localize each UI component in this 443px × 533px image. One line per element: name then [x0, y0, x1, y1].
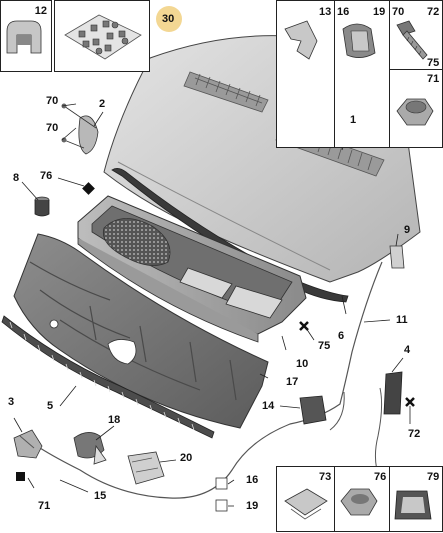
fastener-kit-icon: [64, 14, 142, 60]
callout-70: 70: [392, 6, 405, 18]
leader-lines: [13, 103, 411, 507]
callout-16: 16: [337, 6, 350, 18]
marker-76: [82, 182, 95, 195]
clip-12-icon: [6, 20, 42, 54]
callout-70-a: 70: [46, 95, 59, 107]
cowl-panel: [77, 195, 307, 343]
callout-10: 10: [296, 358, 309, 370]
hood-vent-left: [183, 71, 269, 113]
callout-17: 17: [286, 376, 299, 388]
inset-bottom-icons: [284, 488, 432, 520]
callout-73: 73: [319, 471, 332, 483]
callout-71: 71: [427, 73, 440, 85]
callout-6: 6: [338, 330, 345, 342]
marker-72: [405, 397, 415, 407]
inner-panel: [13, 233, 269, 429]
callout-20: 20: [180, 452, 193, 464]
inset-12: 12: [0, 0, 52, 72]
callout-9: 9: [404, 224, 411, 236]
callout-72: 72: [427, 6, 440, 18]
callout-19-b: 19: [246, 500, 259, 512]
inset-13-16-19-70-72-75-71: 13 16 19 70 72 75 71: [276, 0, 443, 148]
callout-30: 30: [162, 13, 175, 25]
callout-75-a: 75: [318, 340, 331, 352]
marker-71: [16, 472, 25, 481]
callout-79: 79: [427, 471, 440, 483]
callout-15: 15: [94, 490, 107, 502]
callout-2: 2: [99, 98, 106, 110]
release-handle: [73, 432, 107, 465]
hinge-assembly: [61, 103, 99, 155]
square-16: [215, 477, 228, 490]
callout-1: 1: [350, 114, 357, 126]
cable-bracket: [127, 451, 165, 485]
callout-3: 3: [8, 396, 15, 408]
callout-76-a: 76: [40, 170, 53, 182]
callout-76: 76: [374, 471, 387, 483]
fasteners-icons: [284, 20, 434, 126]
inset-30: [54, 0, 150, 72]
weatherstrip: [1, 315, 215, 439]
callout-4: 4: [404, 344, 411, 356]
callout-13: 13: [319, 6, 332, 18]
callout-70-b: 70: [46, 122, 59, 134]
square-19: [215, 499, 228, 512]
inset-73-76-79: 73 76 79: [276, 466, 443, 532]
cable-guide: [299, 395, 327, 425]
release-lever: [383, 371, 403, 415]
callout-75: 75: [427, 57, 440, 69]
hood-lock: [13, 429, 43, 459]
callout-5: 5: [47, 400, 54, 412]
callout-16-b: 16: [246, 474, 259, 486]
bump-stop: [34, 196, 50, 217]
callout-71-a: 71: [38, 500, 51, 512]
callout-18: 18: [108, 414, 121, 426]
callout-19: 19: [373, 6, 386, 18]
callout-8: 8: [13, 172, 20, 184]
highlight-30: [156, 6, 182, 32]
callout-14: 14: [262, 400, 275, 412]
callout-12: 12: [34, 5, 47, 17]
callout-72-a: 72: [408, 428, 421, 440]
release-cable: [39, 261, 383, 499]
clip-9: [389, 245, 405, 269]
callout-11: 11: [396, 314, 408, 326]
